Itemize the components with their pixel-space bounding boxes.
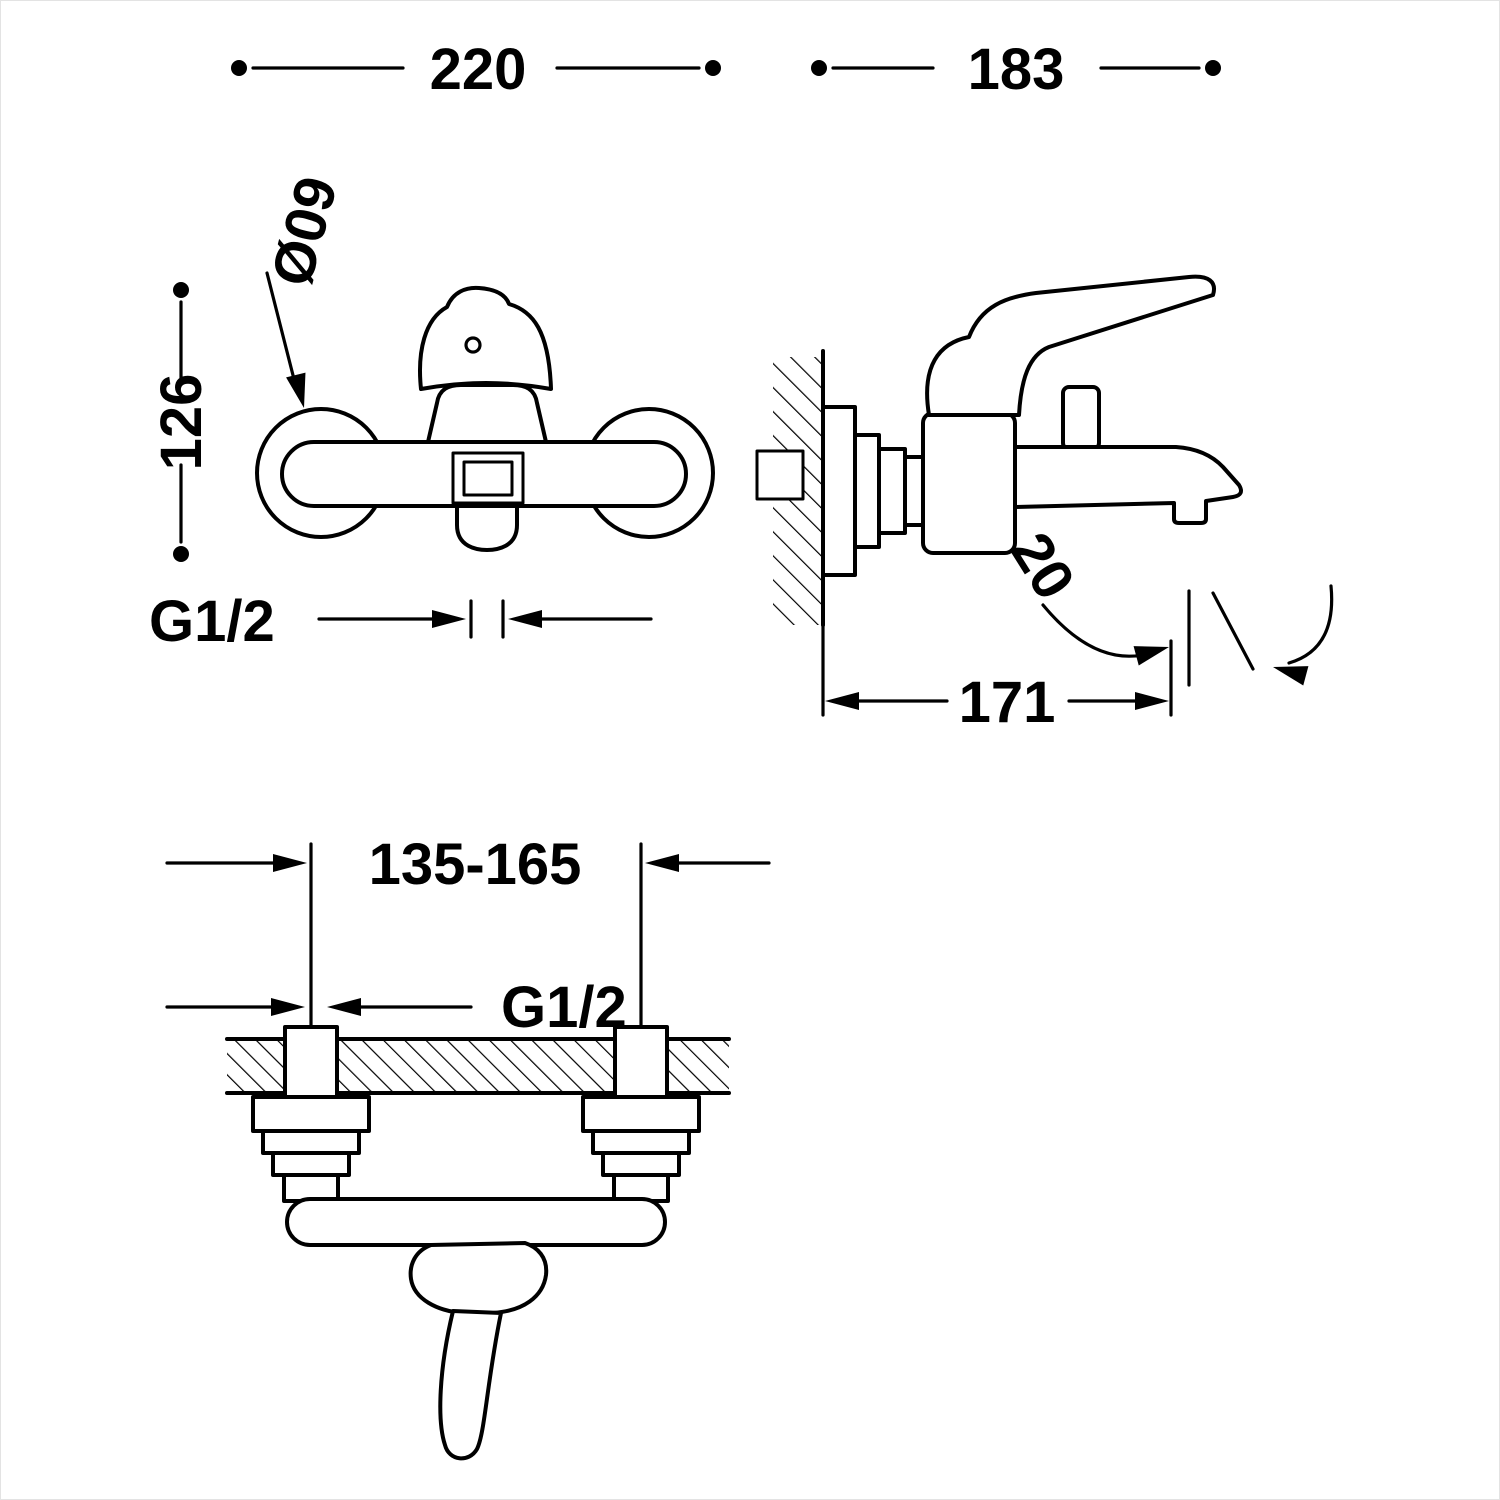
thread-callout-plan: G1/2 [165,975,627,1040]
cartridge-housing-front [426,383,548,444]
flange-left-2 [261,1129,361,1155]
supply-stub-right [613,1025,669,1101]
dimension-width-front: 220 [231,37,721,102]
dim-depth-side-label: 183 [968,37,1065,102]
lever-handle-side [925,274,1216,417]
flange-right-3 [601,1151,681,1177]
dim-171-arrow-left [825,692,859,710]
diverter-knob-side [1061,385,1101,451]
swivel-arrowhead [1273,666,1309,686]
lever-cap-plan [408,1241,549,1315]
dim-centers-arrow-left [273,854,307,872]
thread-plan-arrow-right [271,998,305,1016]
flange-left-1 [251,1095,371,1133]
outlet-cup-front [455,504,519,552]
mixer-body-plan [285,1197,667,1247]
in-wall-fitting [755,449,805,501]
union-neck [903,455,925,527]
lever-handle-front [418,285,553,391]
union-cone [853,433,881,549]
front-view [255,285,715,552]
dim-height-front-label: 126 [149,374,214,471]
dimension-mounting-centers: 135-165 [165,832,771,1039]
flange-right-2 [591,1129,691,1155]
dim-width-front-label: 220 [430,37,527,102]
side-view [755,274,1243,627]
thread-callout-front: G1/2 [149,589,653,654]
angle-leader-arrowhead [1133,646,1169,666]
dim-escutcheon-diameter-label: 60Ø [258,170,349,293]
mixer-body-side [921,411,1017,555]
flange-right-1 [581,1095,701,1133]
dimension-projection-side: 171 [821,623,1173,735]
thread-plan-arrow-left [327,998,361,1016]
thread-front-arrow-right [432,610,466,628]
thread-plan-label: G1/2 [501,975,627,1040]
diverter-window-inner [462,460,514,497]
dimension-spout-angle: 20 [998,521,1334,687]
dimension-escutcheon-diameter: 60Ø [258,170,349,408]
thread-front-arrow-left [508,610,542,628]
union-nut [877,447,907,535]
spout-side [1013,445,1243,525]
dim-171-arrow-right [1135,692,1169,710]
dim-centers-arrow-right [645,854,679,872]
plan-view [225,1025,731,1461]
dimension-height-front: 126 [149,282,214,562]
dim-mounting-centers-label: 135-165 [369,832,582,897]
dim-projection-label: 171 [959,670,1056,735]
escutcheon-side [821,405,857,577]
supply-stub-left [283,1025,339,1101]
diameter-arrowhead [286,372,306,408]
thread-front-label: G1/2 [149,589,275,654]
flange-left-3 [271,1151,351,1177]
lever-blade-plan [438,1309,503,1461]
dimension-depth-side: 183 [811,37,1221,102]
handle-pin-hole [464,336,482,354]
